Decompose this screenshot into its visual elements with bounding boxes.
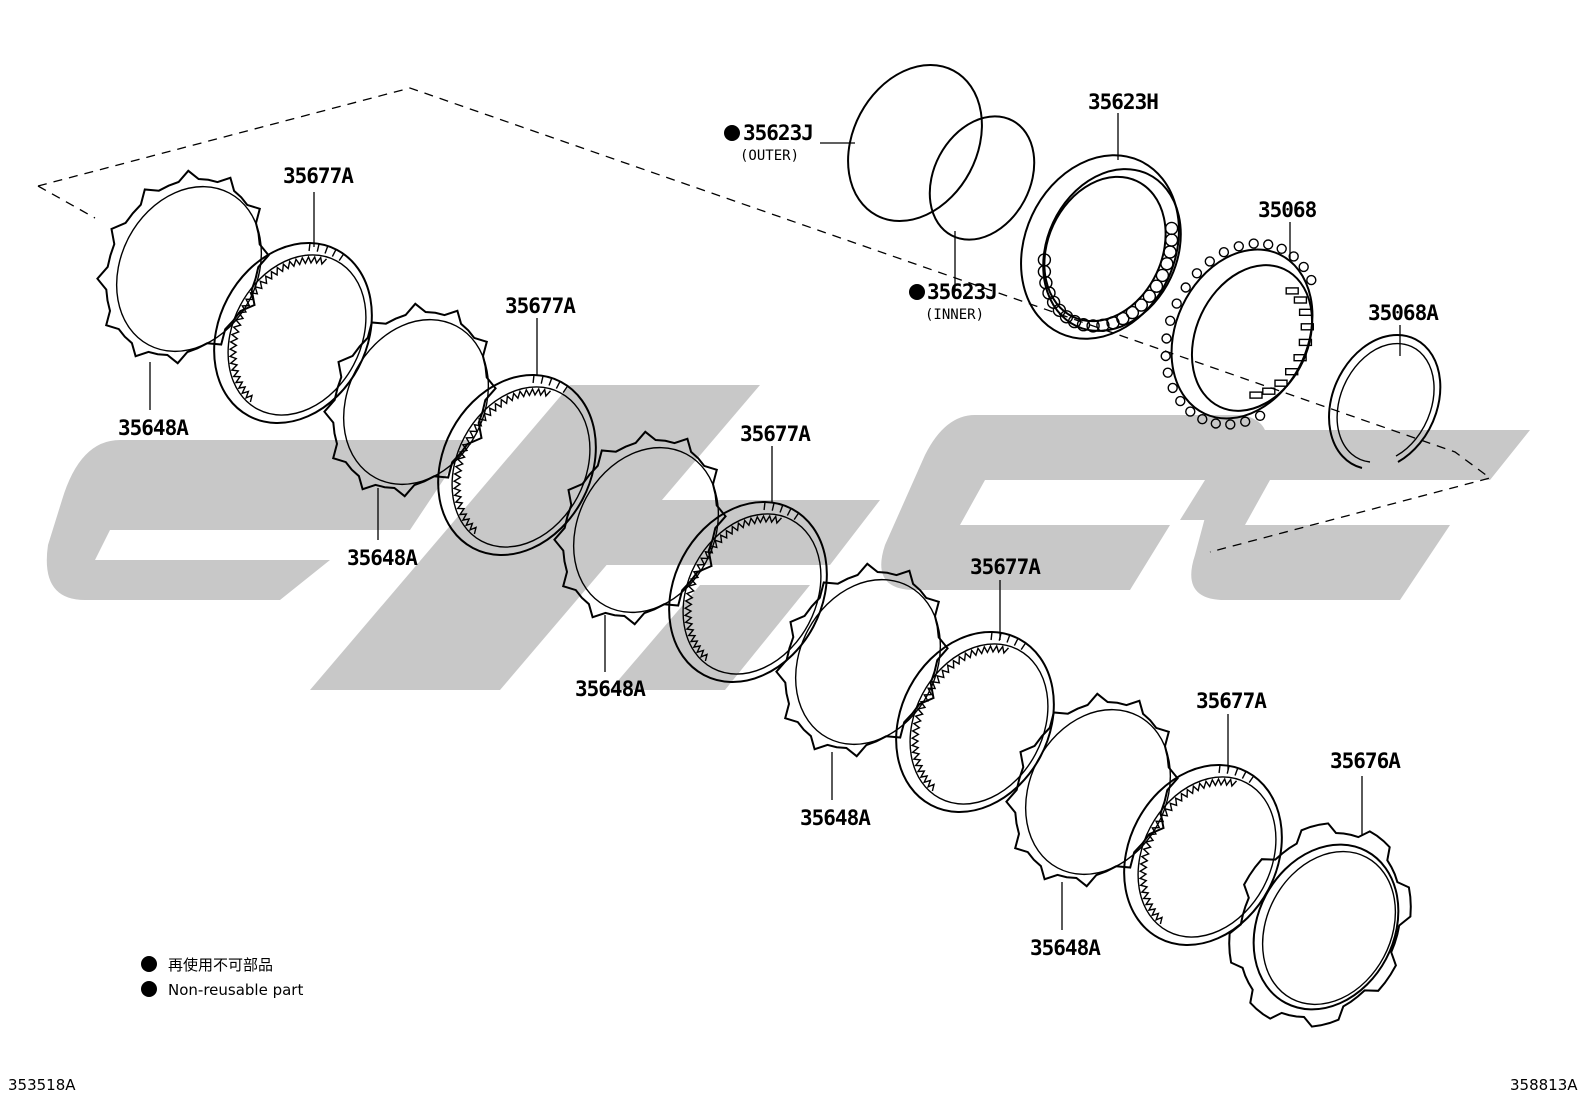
label-35648A-5: 35648A	[1030, 936, 1101, 960]
legend: 再使用不可部品 Non-reusable part	[141, 956, 303, 999]
outer-note: (OUTER)	[740, 148, 799, 164]
label-35648A-2: 35648A	[347, 546, 418, 570]
label-35648A-3: 35648A	[575, 677, 646, 701]
o-ring-outer	[847, 63, 983, 223]
legend-japanese: 再使用不可部品	[168, 956, 273, 974]
label-35623H: 35623H	[1088, 90, 1158, 114]
label-35623J-inner: 35623J	[927, 280, 997, 304]
friction-disc-2	[437, 374, 597, 556]
legend-english: Non-reusable part	[168, 981, 303, 999]
label-35648A-4: 35648A	[800, 806, 871, 830]
snap-ring	[1328, 333, 1442, 469]
label-35677A-5: 35677A	[1196, 689, 1267, 713]
label-35068A: 35068A	[1368, 301, 1439, 325]
legend-dot-ja	[141, 956, 157, 972]
legend-dot-en	[141, 981, 157, 997]
friction-disc-1	[213, 242, 373, 424]
clutch-piston	[1020, 154, 1182, 340]
steel-plate-2	[323, 302, 497, 498]
label-35677A-4: 35677A	[970, 555, 1041, 579]
backing-plate	[1228, 822, 1412, 1028]
footer-left-code: 353518A	[8, 1076, 76, 1094]
assembly-boundary-left-tick	[37, 185, 96, 219]
friction-disc-3	[668, 501, 828, 683]
label-35676A: 35676A	[1330, 749, 1401, 773]
footer-right-code: 358813A	[1510, 1076, 1578, 1094]
assembly-boundary	[37, 87, 1492, 553]
label-35677A-2: 35677A	[505, 294, 576, 318]
steel-plate-3	[553, 430, 727, 626]
non-reusable-mark-inner	[909, 284, 925, 300]
label-35068: 35068	[1258, 198, 1317, 222]
clutch-pack	[96, 169, 1412, 1028]
leader-lines	[149, 113, 1401, 930]
snap-ring-inner	[1336, 342, 1435, 463]
steel-plate-5	[1005, 692, 1179, 888]
label-35648A-1: 35648A	[118, 416, 189, 440]
part-labels: 35677A 35648A 35677A 35648A 35677A 35648…	[118, 90, 1440, 960]
steel-plate-4	[775, 562, 949, 758]
inner-note: (INNER)	[925, 307, 984, 323]
spring-retainer	[1160, 238, 1317, 430]
label-35677A-3: 35677A	[740, 422, 811, 446]
o-ring-inner	[928, 115, 1036, 241]
steel-plate-1	[96, 169, 270, 365]
non-reusable-mark-outer	[724, 125, 740, 141]
label-35677A-1: 35677A	[283, 164, 354, 188]
label-35623J-outer: 35623J	[743, 121, 813, 145]
watermark-logo	[46, 385, 1530, 690]
